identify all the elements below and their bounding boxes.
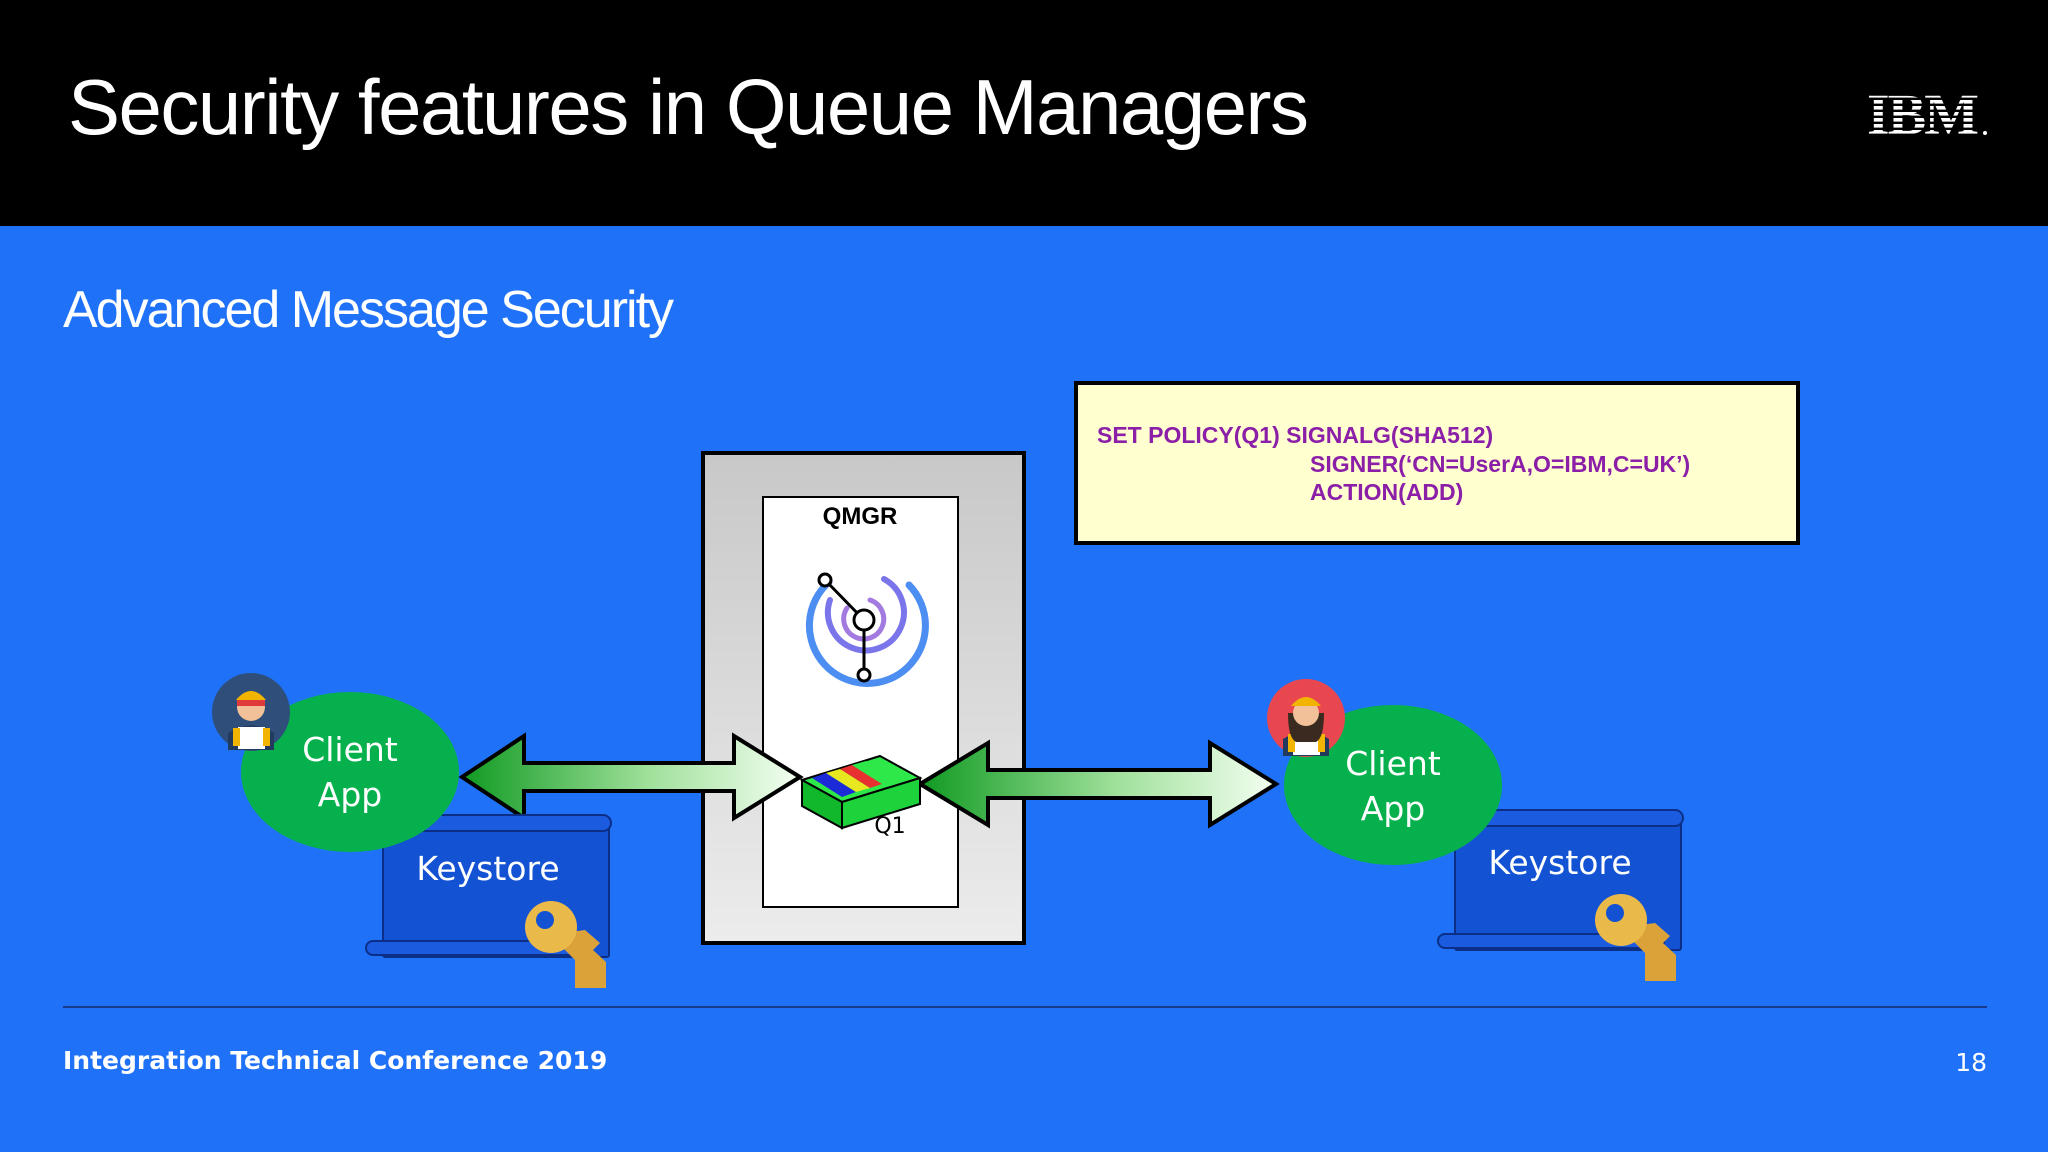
right-user-avatar bbox=[1267, 679, 1345, 757]
queue-label: Q1 bbox=[874, 814, 905, 839]
left-key-icon bbox=[525, 901, 606, 988]
slide-title: Security features in Queue Managers bbox=[68, 63, 1309, 151]
qmgr-label: QMGR bbox=[823, 503, 898, 530]
policy-line-1: SET POLICY(Q1) SIGNALG(SHA512) bbox=[1097, 422, 1493, 448]
right-client-label-1: Client bbox=[1345, 744, 1441, 783]
footer-conference: Integration Technical Conference 2019 bbox=[63, 1046, 608, 1075]
footer-divider bbox=[63, 1006, 1987, 1008]
left-client-label-1: Client bbox=[302, 730, 398, 769]
right-double-arrow bbox=[916, 739, 1280, 829]
right-client-label-2: App bbox=[1361, 789, 1425, 828]
left-client-app: Client App bbox=[241, 692, 459, 852]
right-key-icon bbox=[1595, 894, 1676, 981]
policy-box: SET POLICY(Q1) SIGNALG(SHA512) SIGNER(‘C… bbox=[1074, 381, 1800, 545]
right-keystore-label: Keystore bbox=[1488, 843, 1631, 882]
left-client-label-2: App bbox=[318, 775, 382, 814]
queue-q1: Q1 bbox=[799, 754, 923, 839]
policy-line-2: SIGNER(‘CN=UserA,O=IBM,C=UK’) bbox=[1310, 451, 1690, 477]
ibm-logo: IBM bbox=[1867, 88, 1987, 140]
left-double-arrow bbox=[458, 732, 804, 822]
slide-subtitle: Advanced Message Security bbox=[63, 281, 674, 339]
page-number: 18 bbox=[1955, 1048, 1987, 1077]
svg-text:IBM: IBM bbox=[1867, 88, 1978, 140]
mq-icon bbox=[805, 572, 929, 687]
right-client-app: Client App bbox=[1284, 705, 1502, 865]
left-user-avatar bbox=[212, 673, 290, 751]
queue-manager: QMGR bbox=[701, 451, 1026, 945]
title-bar: Security features in Queue Managers IBM bbox=[0, 0, 2048, 226]
left-keystore-label: Keystore bbox=[416, 849, 559, 888]
policy-line-3: ACTION(ADD) bbox=[1310, 479, 1463, 505]
